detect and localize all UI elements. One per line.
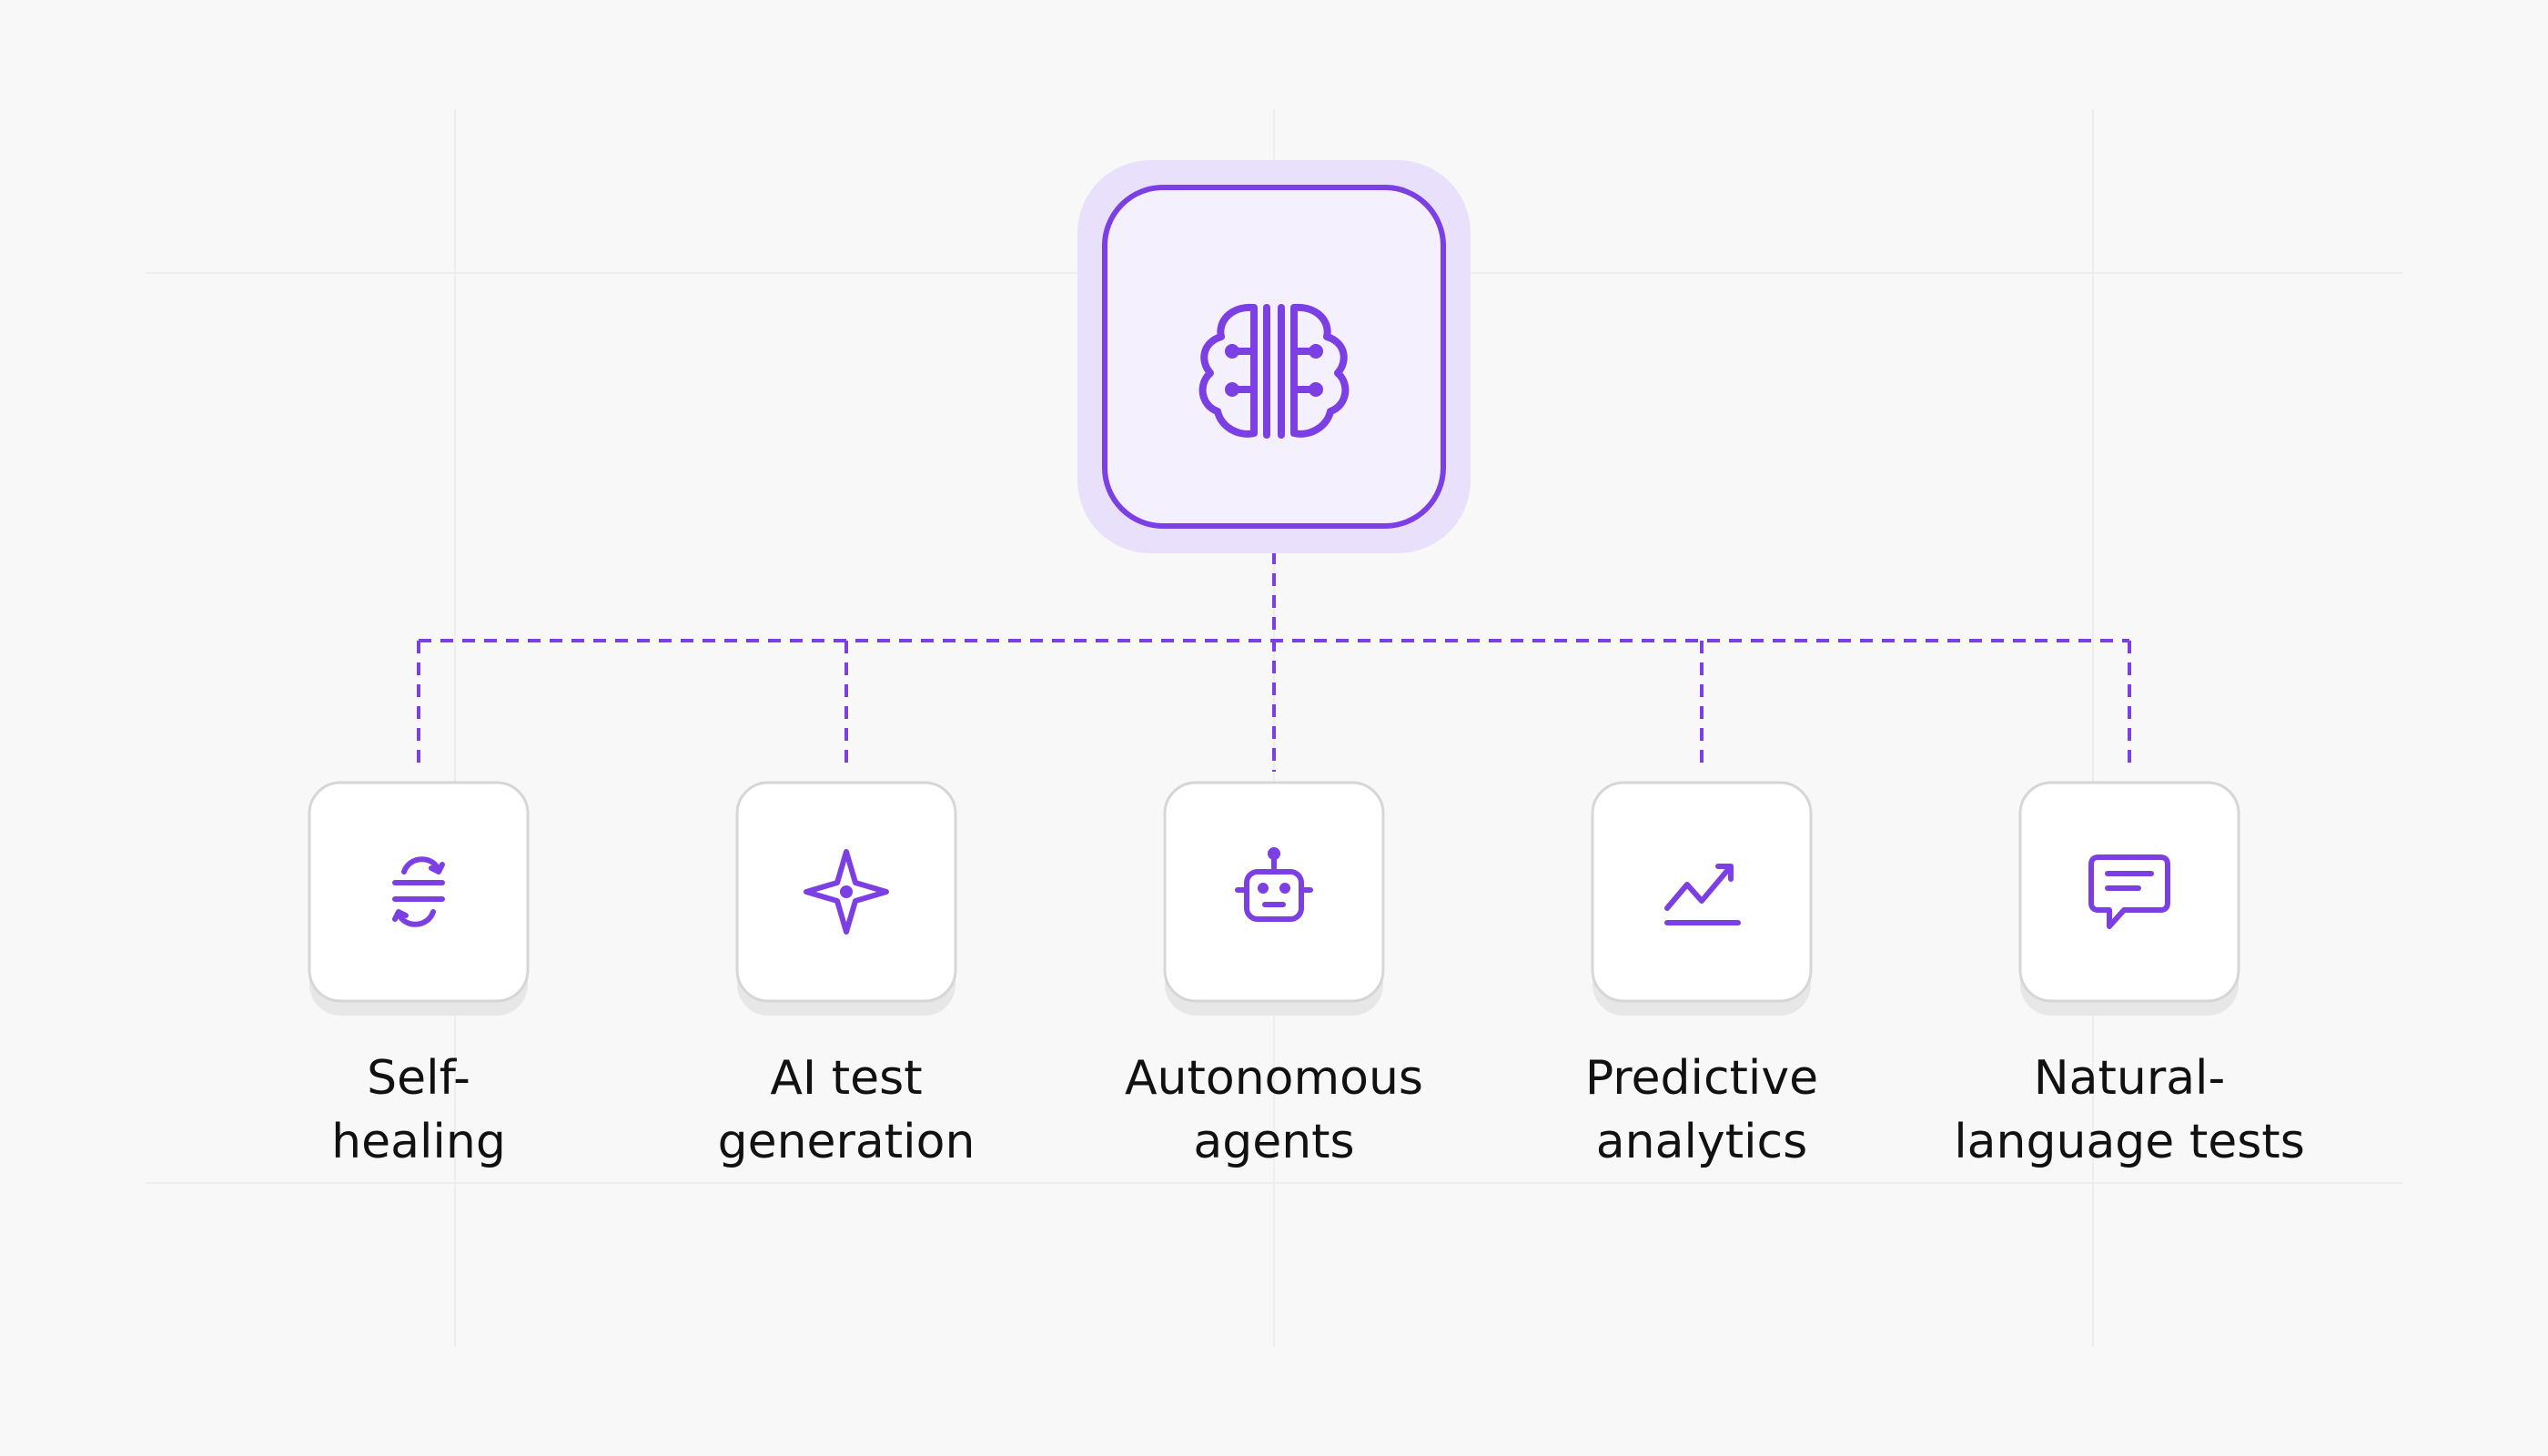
brain-circuit-icon <box>1198 303 1350 439</box>
label-line: AI test <box>770 1051 923 1106</box>
node-label-natural-language-tests: Natural- language tests <box>1947 1046 2311 1174</box>
label-line: agents <box>1193 1115 1355 1169</box>
hub-box <box>1102 185 1446 529</box>
label-line: Natural- <box>2033 1051 2226 1106</box>
trend-chart-icon <box>1664 864 1741 925</box>
node-card <box>1163 781 1385 1003</box>
hub-node <box>1077 160 1471 553</box>
node-label-autonomous-agents: Autonomous agents <box>1092 1046 1456 1174</box>
node-label-predictive-analytics: Predictive analytics <box>1520 1046 1884 1174</box>
label-line: Self- <box>367 1051 470 1106</box>
robot-icon <box>1235 847 1313 922</box>
label-line: Autonomous <box>1124 1051 1424 1106</box>
node-ai-test-generation <box>735 781 957 1016</box>
sparkle-icon <box>804 849 889 935</box>
node-natural-language-tests <box>2018 781 2240 1016</box>
node-self-healing <box>308 781 530 1016</box>
label-line: generation <box>717 1115 976 1169</box>
node-label-ai-test-generation: AI test generation <box>664 1046 1028 1174</box>
sync-refresh-icon <box>392 856 445 927</box>
label-line: healing <box>331 1115 506 1169</box>
node-card <box>1591 781 1813 1003</box>
label-line: language tests <box>1954 1115 2305 1169</box>
node-card <box>308 781 530 1003</box>
node-card <box>2018 781 2240 1003</box>
chat-message-icon <box>2088 854 2170 929</box>
node-autonomous-agents <box>1163 781 1385 1016</box>
node-label-self-healing: Self- healing <box>237 1046 601 1174</box>
node-predictive-analytics <box>1591 781 1813 1016</box>
label-line: analytics <box>1595 1115 1808 1169</box>
connector-lines <box>417 522 2131 772</box>
label-line: Predictive <box>1584 1051 1819 1106</box>
